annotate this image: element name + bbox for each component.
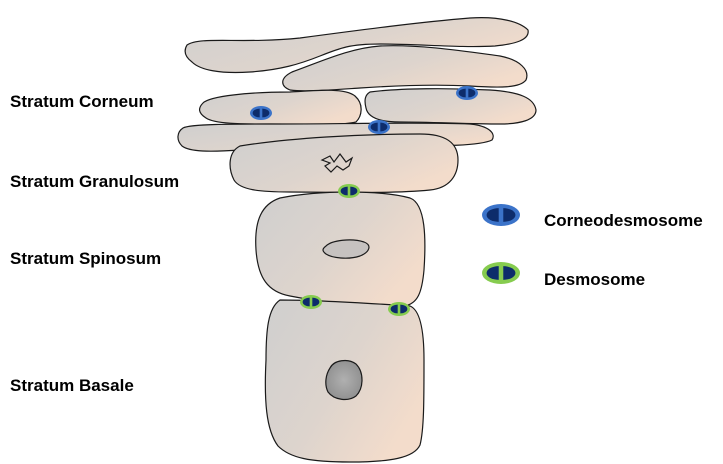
corneodesmosome-glyph [482, 204, 520, 226]
desmosome [338, 184, 360, 198]
legend-desmosome-icon [482, 262, 520, 284]
basal-nucleus [326, 361, 362, 400]
legend-corneodesmosome-label: Corneodesmosome [544, 211, 703, 230]
label-stratum-spinosum: Stratum Spinosum [10, 249, 161, 268]
corneodesmosome [456, 86, 478, 100]
label-stratum-corneum: Stratum Corneum [10, 92, 154, 111]
legend: Corneodesmosome Desmosome [482, 204, 703, 289]
legend-corneodesmosome-icon [482, 204, 520, 226]
label-stratum-granulosum: Stratum Granulosum [10, 172, 179, 191]
legend-desmosome-label: Desmosome [544, 270, 645, 289]
desmosome [388, 302, 410, 316]
granular-cell [230, 134, 458, 193]
stratum-basale-cell [265, 300, 424, 462]
corneodesmosome [368, 120, 390, 134]
corneocyte-right [365, 89, 536, 124]
desmosome [300, 295, 322, 309]
corneodesmosome [250, 106, 272, 120]
stratum-spinosum-cell [256, 192, 425, 306]
stratum-corneum-cells [178, 18, 536, 152]
label-stratum-basale: Stratum Basale [10, 376, 134, 395]
stratum-granulosum-cell [230, 134, 458, 193]
corneocyte-left [200, 90, 362, 124]
desmosome-glyph [482, 262, 520, 284]
